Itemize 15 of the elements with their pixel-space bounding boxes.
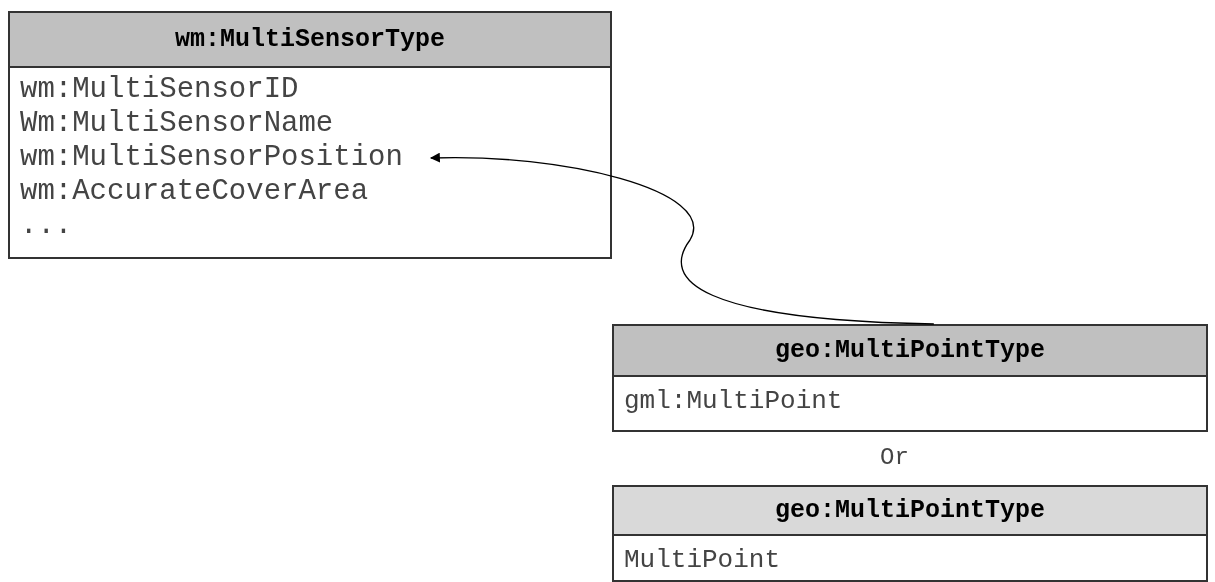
attribute-text: Wm:MultiSensorName (20, 107, 334, 141)
class-name: geo:MultiPointType (774, 336, 1045, 365)
attribute-text: MultiPoint (624, 544, 781, 577)
attribute-text: wm:MultiSensorPosition (20, 141, 403, 175)
class-name: wm:MultiSensorType (174, 25, 445, 54)
note-text: Or (880, 444, 909, 471)
class-box (612, 485, 1208, 582)
class-box (612, 324, 1208, 432)
attribute-text: wm:AccurateCoverArea (20, 175, 369, 209)
attribute-text: ... (20, 209, 73, 243)
attribute-text: gml:MultiPoint (624, 385, 843, 418)
class-name: geo:MultiPointType (774, 496, 1045, 525)
class-box (8, 11, 612, 259)
arrow (429, 152, 935, 325)
attribute-text: wm:MultiSensorID (20, 73, 299, 107)
